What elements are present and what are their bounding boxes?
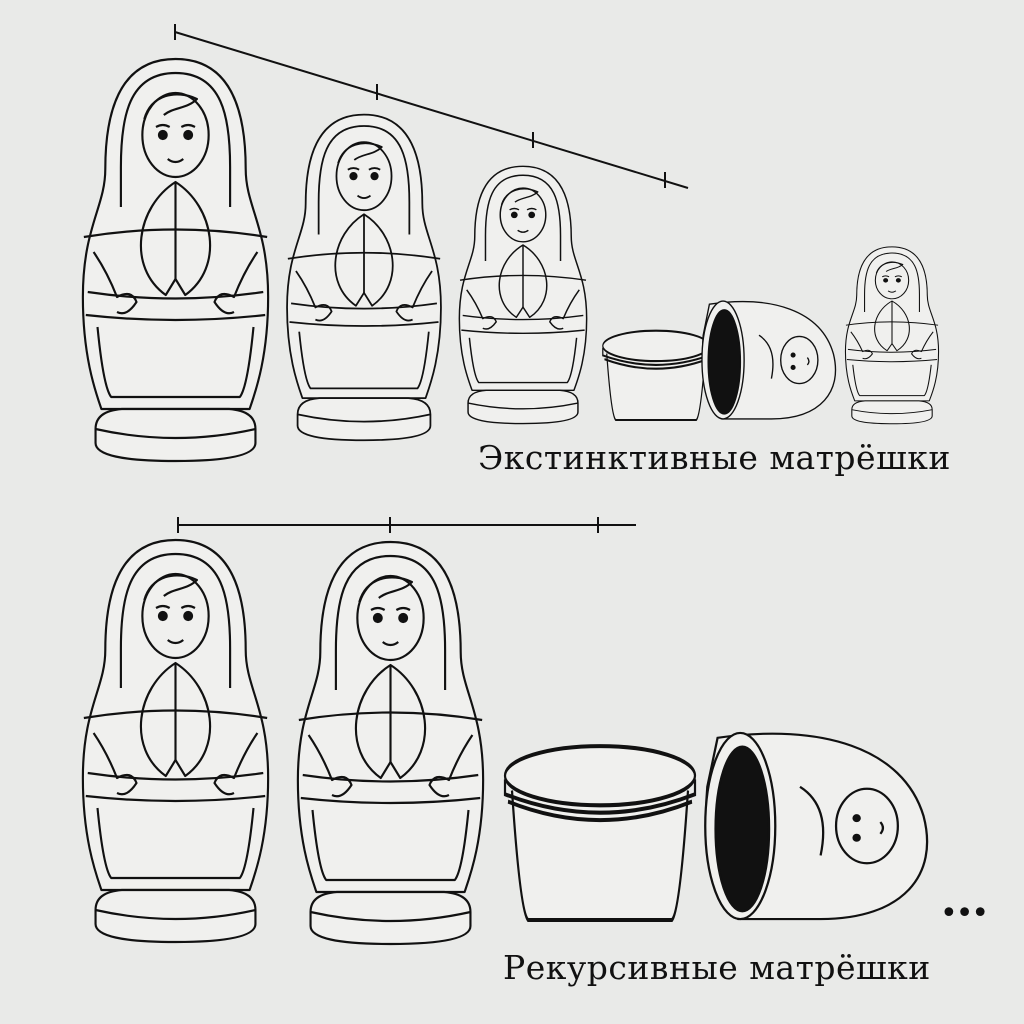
ellipsis-dots: ••• bbox=[940, 896, 989, 931]
open-doll-top-half-large bbox=[704, 731, 929, 921]
doll-smallest bbox=[844, 246, 940, 425]
open-doll-top-half bbox=[701, 300, 837, 420]
doll-large-recursive-1 bbox=[81, 538, 270, 944]
doll-large bbox=[81, 57, 270, 463]
caption-recursive: Рекурсивные матрёшки bbox=[503, 948, 931, 987]
open-doll-bottom-half-large bbox=[505, 746, 695, 920]
bottom-scale-line bbox=[177, 517, 636, 533]
open-doll-bottom-half bbox=[601, 329, 711, 422]
top-scale-line bbox=[174, 24, 689, 189]
caption-extinctive: Экстинктивные матрёшки bbox=[478, 438, 951, 477]
doll-large-recursive-2 bbox=[296, 540, 485, 946]
doll-medium bbox=[286, 113, 442, 442]
doll-small bbox=[458, 165, 588, 425]
